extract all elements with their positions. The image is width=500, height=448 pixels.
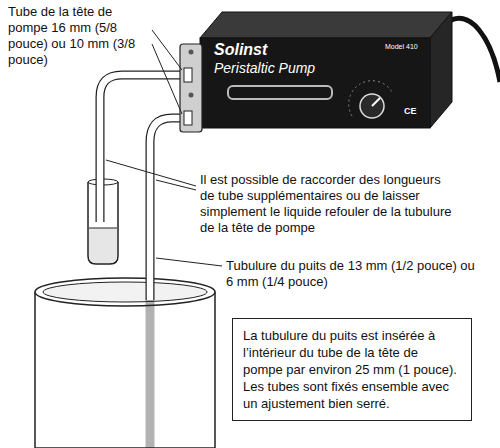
pump-head-tube <box>100 75 186 222</box>
callout-label: Il est possible de raccorder des longueu… <box>200 172 455 236</box>
note-text: La tubulure du puits est insérée à l’int… <box>243 327 461 412</box>
leader-line <box>106 160 196 186</box>
callout-label: Tubulure du puits de 13 mm (1/2 pouce) o… <box>226 258 476 290</box>
note-box: La tubulure du puits est insérée à l’int… <box>232 318 472 421</box>
brand-name: Solinst <box>214 40 344 60</box>
pump-head <box>180 44 202 132</box>
callout-label: Tube de la tête de pompe 16 mm (5/8 pouc… <box>8 4 148 68</box>
certification-mark: CE <box>404 106 428 117</box>
well-tubing <box>150 118 186 448</box>
leader-line <box>152 30 182 70</box>
model-number: Model 410 <box>385 42 429 51</box>
leader-line <box>156 258 222 266</box>
product-name: Peristaltic Pump <box>214 60 374 77</box>
well-casing <box>35 278 215 448</box>
leader-line <box>156 180 196 190</box>
peristaltic-pump <box>200 12 452 128</box>
leader-line <box>152 44 182 114</box>
power-cord <box>445 18 500 82</box>
